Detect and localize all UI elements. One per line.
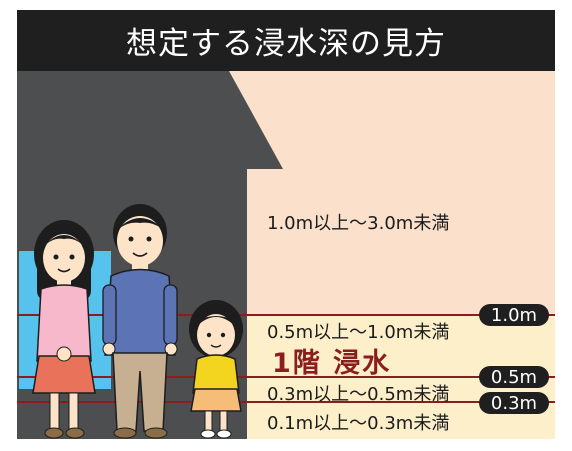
marker-0-3m: 0.3m bbox=[479, 392, 549, 414]
father-figure bbox=[102, 204, 178, 439]
mother-figure bbox=[32, 220, 96, 439]
marker-1-0m: 1.0m bbox=[479, 304, 549, 326]
scene: 1.0m以上〜3.0m未満 0.5m以上〜1.0m未満 1階 浸水 0.3m以上… bbox=[17, 71, 555, 439]
level-label-1-0-to-3-0m: 1.0m以上〜3.0m未満 bbox=[267, 213, 450, 234]
marker-0-5m: 0.5m bbox=[479, 366, 549, 388]
level-label-0-3-to-0-5m: 0.3m以上〜0.5m未満 bbox=[267, 384, 450, 405]
level-label-0-5-to-1-0m: 0.5m以上〜1.0m未満 bbox=[267, 322, 450, 343]
girl-figure bbox=[189, 300, 243, 439]
diagram-title: 想定する浸水深の見方 bbox=[126, 26, 446, 62]
level-label-0-1-to-0-3m: 0.1m以上〜0.3m未満 bbox=[267, 413, 450, 434]
floor-flood-label: 1階 浸水 bbox=[272, 348, 392, 379]
title-bar: 想定する浸水深の見方 bbox=[17, 10, 555, 71]
